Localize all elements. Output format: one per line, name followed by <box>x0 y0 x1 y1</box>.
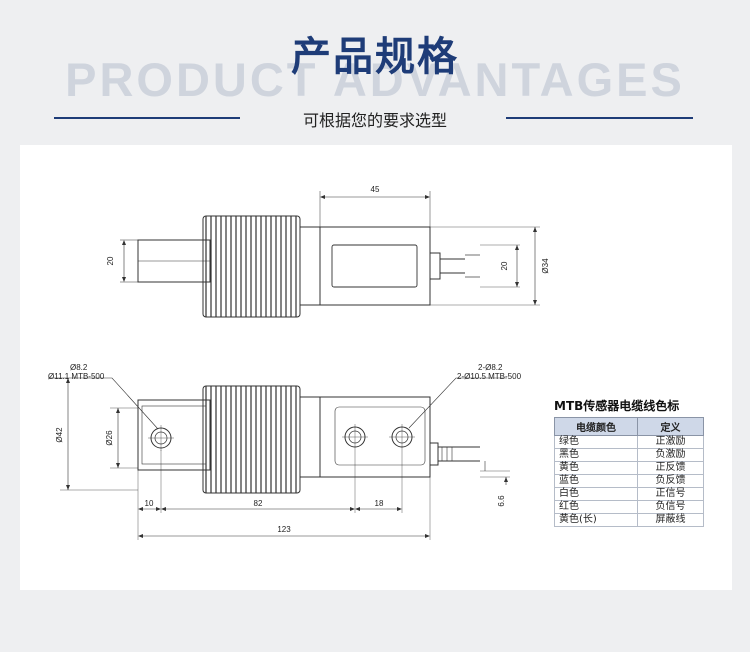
cable-color-cell: 蓝色 <box>554 474 638 488</box>
note-right-2: 2-Ø10.5 MTB-500 <box>457 372 522 381</box>
dim-82: 82 <box>254 499 263 508</box>
table-row: 黄色(长)屏蔽线 <box>554 513 705 527</box>
dim-20-left: 20 <box>106 256 115 265</box>
dim-d26: Ø26 <box>105 430 114 446</box>
background-watermark-text: PRODUCT ADVANTAGES <box>65 53 685 106</box>
table-header-row: 电缆颜色 定义 <box>554 417 705 436</box>
cable-color-cell: 黄色 <box>554 461 638 475</box>
cable-color-table-title: MTB传感器电缆线色标 <box>554 399 680 413</box>
dim-d42: Ø42 <box>55 427 64 443</box>
table-row: 黄色正反馈 <box>554 461 705 475</box>
definition-cell: 负信号 <box>636 500 705 514</box>
note-right-1: 2-Ø8.2 <box>478 363 503 372</box>
note-left-1: Ø8.2 <box>70 363 88 372</box>
header: PRODUCT ADVANTAGES 产品规格 可根据您的要求选型 <box>0 0 750 140</box>
top-view <box>120 191 540 318</box>
table-row: 蓝色负反馈 <box>554 474 705 488</box>
dim-45: 45 <box>371 185 380 194</box>
front-view-left-lug <box>137 399 211 471</box>
definition-cell: 屏蔽线 <box>636 513 705 527</box>
definition-cell: 正反馈 <box>636 461 705 475</box>
table-row: 红色负信号 <box>554 500 705 514</box>
cable-color-cell: 白色 <box>554 487 638 501</box>
top-view-bellows <box>205 216 297 317</box>
table-row: 白色正信号 <box>554 487 705 501</box>
column-header-color: 电缆颜色 <box>554 417 638 436</box>
dim-d34: Ø34 <box>541 258 550 274</box>
page-subtitle: 可根据您的要求选型 <box>302 111 447 130</box>
front-view-block <box>319 396 431 478</box>
definition-cell: 负激励 <box>636 448 705 462</box>
cable-color-cell: 绿色 <box>554 435 638 449</box>
definition-cell: 正激励 <box>636 435 705 449</box>
top-view-cable-gland <box>429 252 441 280</box>
table-row: 黑色负激励 <box>554 448 705 462</box>
column-header-definition: 定义 <box>636 417 705 436</box>
dim-6-6: 6.6 <box>497 495 506 507</box>
cable-color-cell: 红色 <box>554 500 638 514</box>
page-title: 产品规格 <box>291 34 459 80</box>
dim-10: 10 <box>145 499 154 508</box>
right-divider <box>506 117 693 119</box>
dim-20-right: 20 <box>500 261 509 270</box>
table-row: 绿色正激励 <box>554 435 705 449</box>
definition-cell: 负反馈 <box>636 474 705 488</box>
top-view-collar <box>299 226 321 306</box>
front-view-cable-gland <box>429 442 439 466</box>
front-view-bellows <box>205 386 297 493</box>
front-view-collar <box>299 396 321 478</box>
definition-cell: 正信号 <box>636 487 705 501</box>
note-left-2: Ø11.1 MTB-500 <box>48 372 105 381</box>
cable-color-table-section: MTB传感器电缆线色标 电缆颜色 定义 绿色正激励 黑色负激励 黄色正反馈 蓝色… <box>554 397 705 527</box>
cable-color-cell: 黑色 <box>554 448 638 462</box>
front-view <box>48 377 510 540</box>
cable-color-table: 电缆颜色 定义 绿色正激励 黑色负激励 黄色正反馈 蓝色负反馈 白色正信号 红色… <box>554 417 705 527</box>
dim-123: 123 <box>277 525 291 534</box>
top-view-block <box>319 226 431 306</box>
dim-18: 18 <box>375 499 384 508</box>
left-divider <box>54 117 240 119</box>
technical-drawing: 45 20 20 Ø34 Ø8.2 Ø11.1 MTB-500 2-Ø8.2 2… <box>48 185 550 540</box>
cable-color-cell: 黄色(长) <box>554 513 638 527</box>
